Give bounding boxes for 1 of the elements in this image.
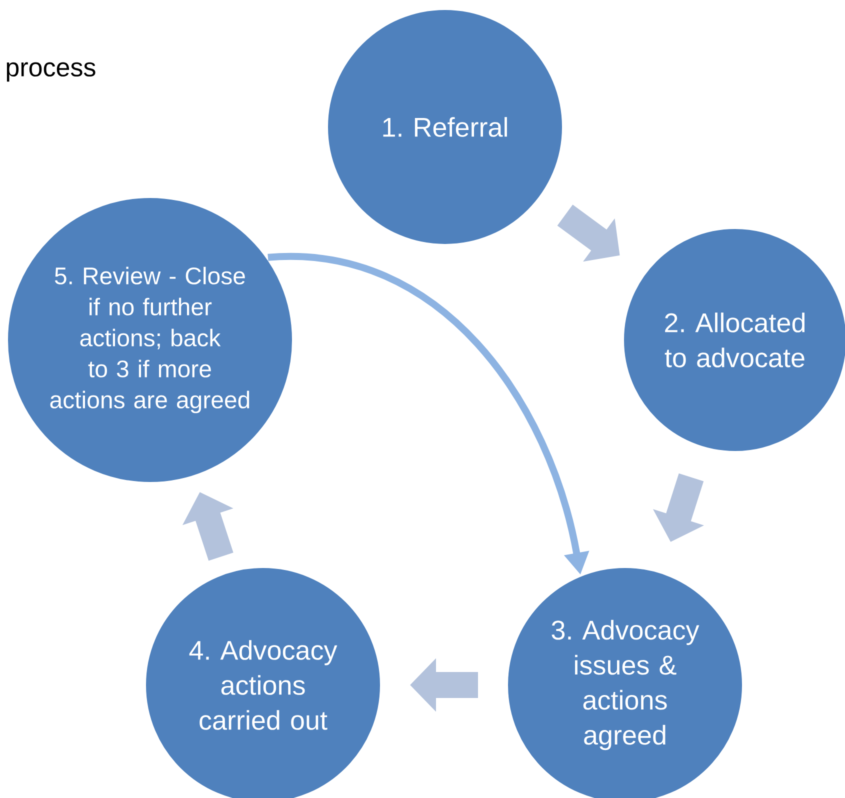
heading: process xyxy=(6,62,96,82)
